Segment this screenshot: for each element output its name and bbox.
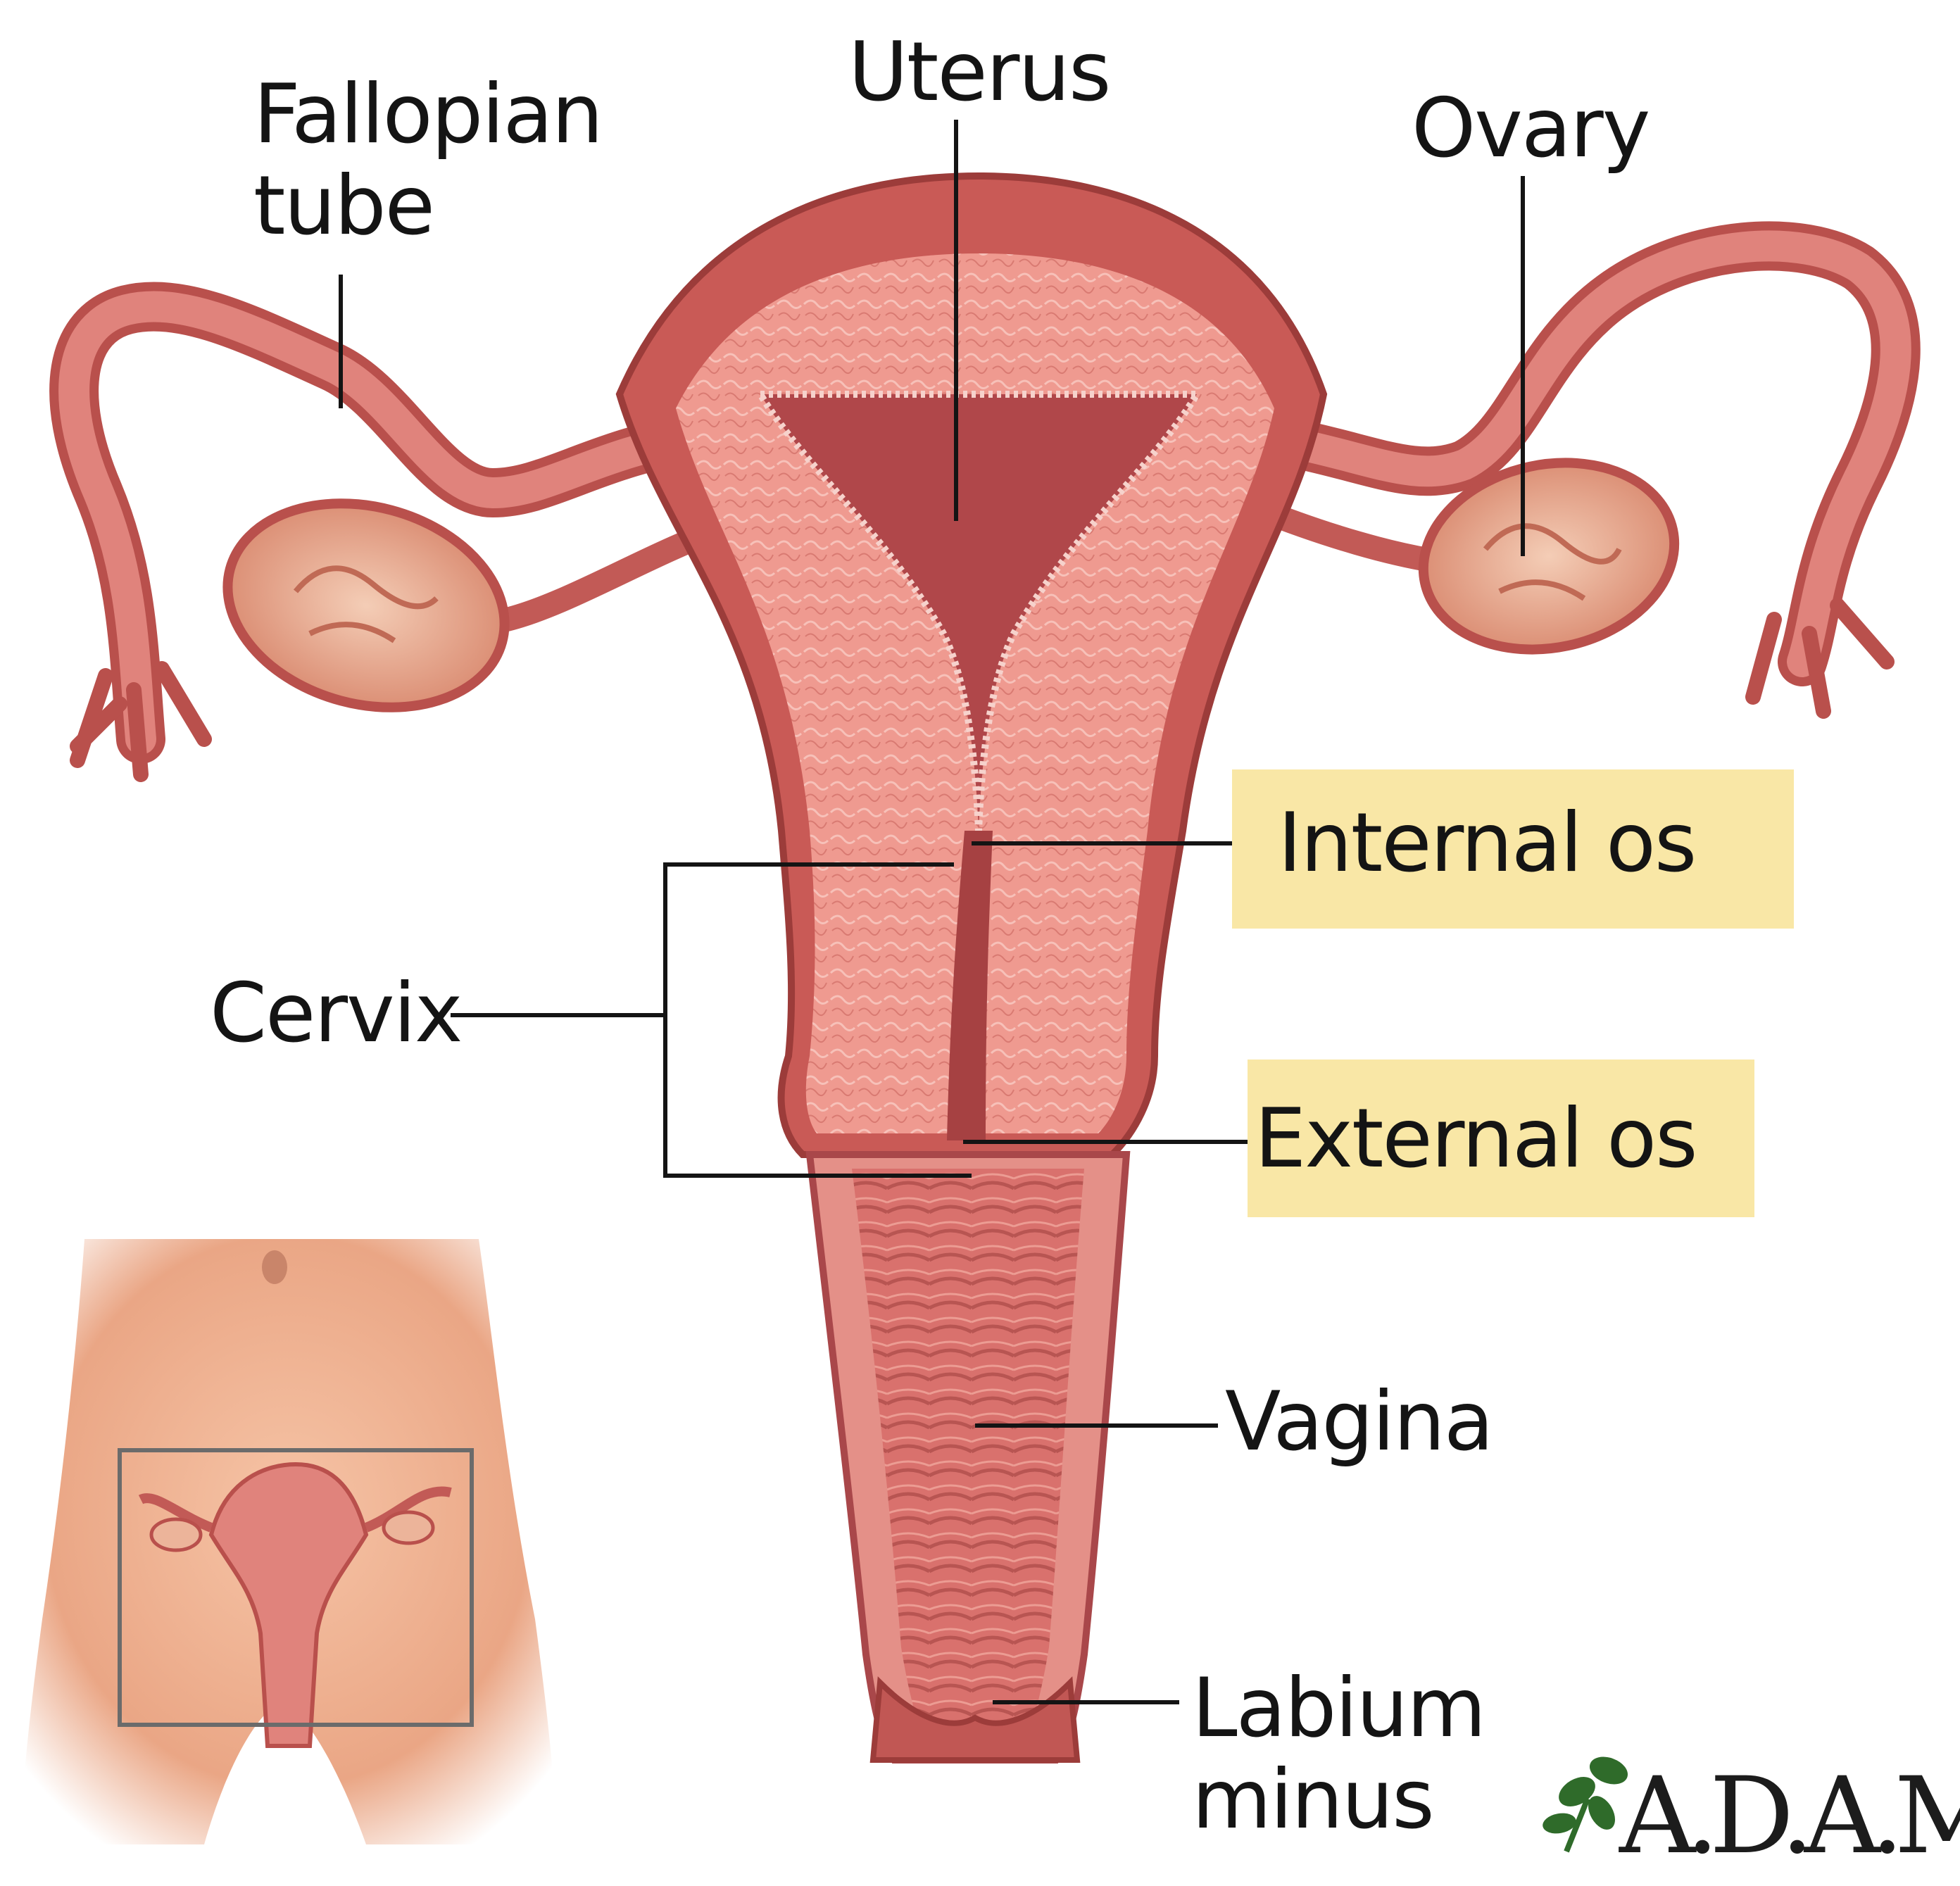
adam-logo: A.D.A.M. [1619,1764,1960,1869]
leaf-icon [1541,1752,1632,1852]
ovary-label: Ovary [1412,88,1649,170]
vagina [810,1155,1126,1760]
labium-minus-label: Labium minus [1192,1663,1488,1846]
uterus [620,176,1324,1155]
fallopian-tube-label: Fallopian tube [253,69,584,252]
vagina-label: Vagina [1225,1381,1493,1463]
cervix-label: Cervix [210,973,462,1055]
uterus-label: Uterus [848,32,1110,113]
inset-body-illustration [21,1239,556,1844]
internal-os-label: Internal os [1278,803,1695,884]
external-os-label: External os [1255,1098,1697,1180]
